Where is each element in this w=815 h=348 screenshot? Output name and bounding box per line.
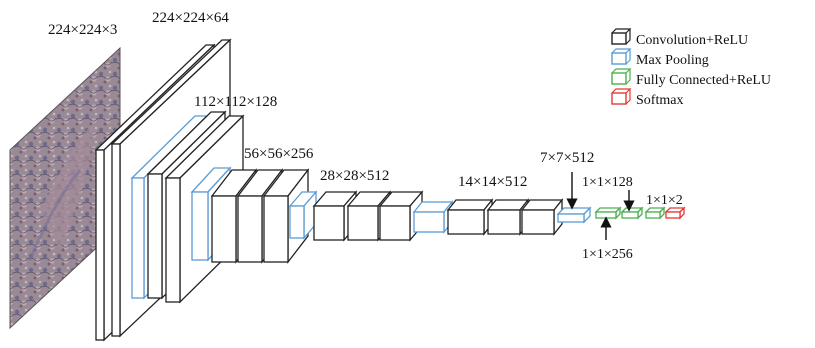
conv4-block	[288, 190, 424, 242]
label-fc2: 1×1×128	[582, 175, 633, 190]
pool5-block	[556, 206, 592, 224]
legend-label-fc: Fully Connected+ReLU	[636, 73, 771, 88]
legend-item-softmax: Softmax	[611, 88, 683, 108]
fc3-block	[644, 206, 666, 220]
legend: Convolution+ReLU Max Pooling Fully Conne…	[611, 28, 771, 108]
label-conv3: 56×56×256	[244, 146, 314, 162]
softmax-block	[664, 206, 686, 220]
label-pool5: 7×7×512	[540, 150, 594, 166]
label-conv1: 224×224×64	[152, 10, 229, 26]
fc1-block	[594, 206, 622, 220]
legend-label-softmax: Softmax	[636, 93, 683, 108]
label-conv2: 112×112×128	[194, 94, 277, 110]
legend-label-conv: Convolution+ReLU	[636, 33, 748, 48]
label-fc1: 1×1×256	[582, 247, 633, 262]
legend-item-pool: Max Pooling	[611, 48, 709, 68]
legend-item-fc: Fully Connected+ReLU	[611, 68, 771, 88]
label-conv4: 28×28×512	[320, 168, 389, 184]
label-input: 224×224×3	[48, 22, 117, 38]
legend-item-conv: Convolution+ReLU	[611, 28, 748, 48]
conv5-block	[412, 198, 564, 236]
label-conv5: 14×14×512	[458, 174, 527, 190]
label-out: 1×1×2	[646, 193, 683, 208]
input-image-slab	[9, 46, 121, 330]
conv3-block	[190, 166, 310, 264]
legend-label-pool: Max Pooling	[636, 53, 709, 68]
fc2-block	[620, 206, 644, 220]
